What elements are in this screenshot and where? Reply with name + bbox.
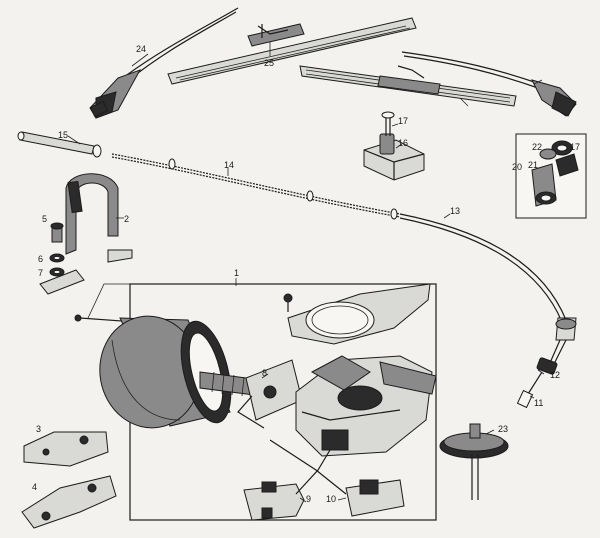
wheelbox-16 xyxy=(363,111,425,181)
motor-yoke xyxy=(99,315,232,429)
callout-21: 23 xyxy=(498,424,508,434)
callout-1: 1 xyxy=(234,268,239,278)
pad-3 xyxy=(23,431,109,467)
brush-gear-8 xyxy=(237,359,303,429)
callout-7: 7 xyxy=(38,268,43,278)
callout-11: 11 xyxy=(534,398,543,408)
callout-8: 8 xyxy=(262,368,267,378)
callout-4: 4 xyxy=(32,482,37,492)
callout-labels: 24 25 15 14 13 17 16 17 22 21 20 2 5 6 7… xyxy=(32,44,580,504)
callout-5: 5 xyxy=(42,214,47,224)
screw-5 xyxy=(50,222,64,243)
gear-cover-plate xyxy=(283,283,431,345)
wiper-blade-25 xyxy=(299,65,517,107)
wiper-arm-24 xyxy=(401,51,577,117)
gear-wheel-21 xyxy=(439,423,509,500)
callout-9: 9 xyxy=(306,494,311,504)
callout-19: 21 xyxy=(528,160,538,170)
callout-18: 20 xyxy=(512,162,522,172)
leader-lines xyxy=(67,42,545,503)
callout-22: 24 xyxy=(136,44,146,54)
limit-switch-9 xyxy=(243,449,331,521)
washer-6 xyxy=(49,253,65,263)
callout-2: 2 xyxy=(124,214,129,224)
switch-cover-10 xyxy=(269,439,405,517)
mounting-strap-2 xyxy=(39,173,133,295)
callout-6: 6 xyxy=(38,254,43,264)
callout-20: 22 xyxy=(532,142,542,152)
spindle-tube-15 xyxy=(17,131,102,158)
callout-15: 15 xyxy=(58,130,68,140)
pad-4 xyxy=(21,475,117,529)
wiper-arm-22 xyxy=(89,7,239,119)
callout-10: 10 xyxy=(326,494,336,504)
spindle-kit-box xyxy=(515,133,587,219)
callout-17-kit: 17 xyxy=(570,142,580,152)
callout-14: 14 xyxy=(224,160,234,170)
callout-16: 16 xyxy=(398,138,408,148)
callout-17-upper: 17 xyxy=(398,116,408,126)
callout-23: 25 xyxy=(264,58,274,68)
callout-13: 13 xyxy=(450,206,460,216)
outer-casing-13 xyxy=(399,213,577,409)
gear-housing xyxy=(295,355,437,457)
rack-cable-14 xyxy=(111,153,401,220)
wiper-blade-23 xyxy=(167,17,417,85)
callout-12: 12 xyxy=(550,370,560,380)
callout-3: 3 xyxy=(36,424,41,434)
washer-7 xyxy=(49,267,65,277)
